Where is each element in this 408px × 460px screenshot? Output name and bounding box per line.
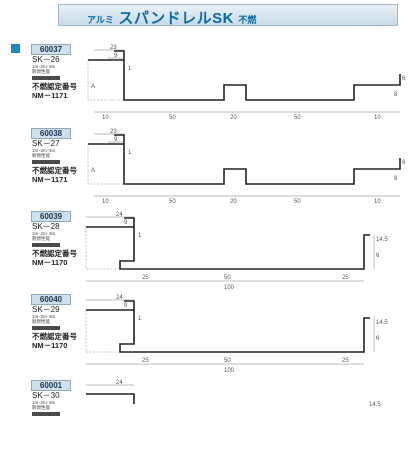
length-options: 1m･2m･3m — [32, 64, 56, 69]
fire-rating-label: 不燃認定番号 — [32, 332, 77, 341]
dim-top-width: 24 — [116, 212, 123, 218]
dim-flat-2: 50 — [294, 199, 301, 205]
fire-rating-label: 不燃認定番号 — [32, 249, 77, 258]
model-name: SK－27 — [32, 139, 60, 148]
dim-right: 25 — [342, 358, 349, 364]
dim-left: 25 — [142, 275, 149, 281]
dim-height: 14.5 — [369, 402, 381, 408]
panel-profile — [88, 134, 401, 185]
fire-rating-number: NM－1170 — [32, 258, 68, 267]
title-tag: 不燃 — [238, 15, 257, 25]
length-options: 1m･2m･3m — [32, 400, 56, 405]
length-options: 1m･2m･3m — [32, 148, 56, 153]
performance-type: 耐燃性能 — [32, 69, 50, 74]
dim-top-width: 24 — [116, 295, 123, 301]
panel-profile — [86, 393, 135, 404]
dim-lip: 9 — [124, 220, 128, 226]
dim-rib: 20 — [230, 199, 237, 205]
model-name: SK－28 — [32, 222, 60, 231]
dim-depth: 6 — [376, 336, 380, 342]
fire-rating-number: NM－1171 — [32, 175, 68, 184]
length-options: 1m･2m･3m — [32, 314, 56, 319]
performance-type: 耐燃性能 — [32, 236, 50, 241]
fire-rating-label: 不燃認定番号 — [32, 166, 77, 175]
spec-label-bar — [32, 76, 60, 80]
product-code: 60037 — [31, 44, 71, 55]
profile-drawing: 23 9 1 10 50 20 50 10 8 6A — [87, 129, 406, 205]
model-name: SK－30 — [32, 391, 60, 400]
spec-label-bar — [32, 326, 60, 330]
model-name: SK－26 — [32, 55, 60, 64]
dim-lip: 9 — [124, 303, 128, 309]
fire-rating-number: NM－1171 — [32, 91, 68, 100]
product-code: 60040 — [31, 294, 71, 305]
dim-thickness: 1 — [138, 316, 142, 322]
dim-height: 14.5 — [376, 237, 388, 243]
model-name: SK－29 — [32, 305, 60, 314]
product-code: 60001 — [31, 380, 71, 391]
dim-lip: 9 — [114, 53, 118, 59]
title-main: スパンドレルSK — [118, 10, 234, 27]
dim-flat-1: 50 — [169, 199, 176, 205]
product-code: 60039 — [31, 211, 71, 222]
profile-drawing: 249 1 25 50 25 100 14.5 6 — [85, 295, 388, 374]
panel-profile — [86, 300, 370, 353]
dim-thickness: 1 — [128, 150, 132, 156]
dim-right: 10 — [374, 199, 381, 205]
performance-type: 耐燃性能 — [32, 153, 50, 158]
fire-rating-number: NM－1170 — [32, 341, 68, 350]
dim-total: 100 — [224, 285, 235, 291]
performance-type: 耐燃性能 — [32, 319, 50, 324]
title-prefix: アルミ — [87, 15, 114, 25]
dim-thickness: 1 — [138, 233, 142, 239]
dim-right: 25 — [342, 275, 349, 281]
profile-letter: A — [91, 168, 95, 174]
dim-depth: 6 — [376, 253, 380, 259]
dim-return: 6 — [402, 76, 406, 82]
dim-lip: 9 — [114, 137, 118, 143]
dim-top-width: 24 — [116, 380, 123, 386]
profile-drawing: 23 9 1 10 50 20 50 10 8 6A — [87, 45, 406, 121]
dim-center: 50 — [224, 275, 231, 281]
dim-depth: 8 — [394, 92, 398, 98]
dim-left: 25 — [142, 358, 149, 364]
panel-profile — [88, 50, 401, 101]
dim-total: 100 — [224, 368, 235, 374]
panel-profile — [86, 217, 370, 270]
page-title: アルミ スパンドレルSK 不燃 — [87, 7, 256, 28]
dim-height: 14.5 — [376, 320, 388, 326]
dim-return: 6 — [402, 160, 406, 166]
page-title-banner: アルミ スパンドレルSK 不燃 — [58, 4, 398, 28]
dim-top-width: 23 — [110, 129, 117, 135]
section-marker — [11, 44, 20, 53]
spec-label-bar — [32, 160, 60, 164]
dim-left: 10 — [102, 199, 109, 205]
length-options: 1m･2m･3m — [32, 231, 56, 236]
dim-thickness: 1 — [128, 66, 132, 72]
fire-rating-label: 不燃認定番号 — [32, 82, 77, 91]
product-code: 60038 — [31, 128, 71, 139]
profile-letter: A — [91, 84, 95, 90]
spec-label-bar — [32, 243, 60, 247]
dim-left: 10 — [102, 115, 109, 121]
profile-drawing: 249 1 25 50 25 100 14.5 6 — [85, 212, 388, 291]
dim-top-width: 23 — [110, 45, 117, 51]
dim-flat-1: 50 — [169, 115, 176, 121]
dim-rib: 20 — [230, 115, 237, 121]
dim-depth: 8 — [394, 176, 398, 182]
dim-flat-2: 50 — [294, 115, 301, 121]
dim-right: 10 — [374, 115, 381, 121]
profile-drawing: 24 14.5 — [86, 380, 381, 408]
dim-center: 50 — [224, 358, 231, 364]
